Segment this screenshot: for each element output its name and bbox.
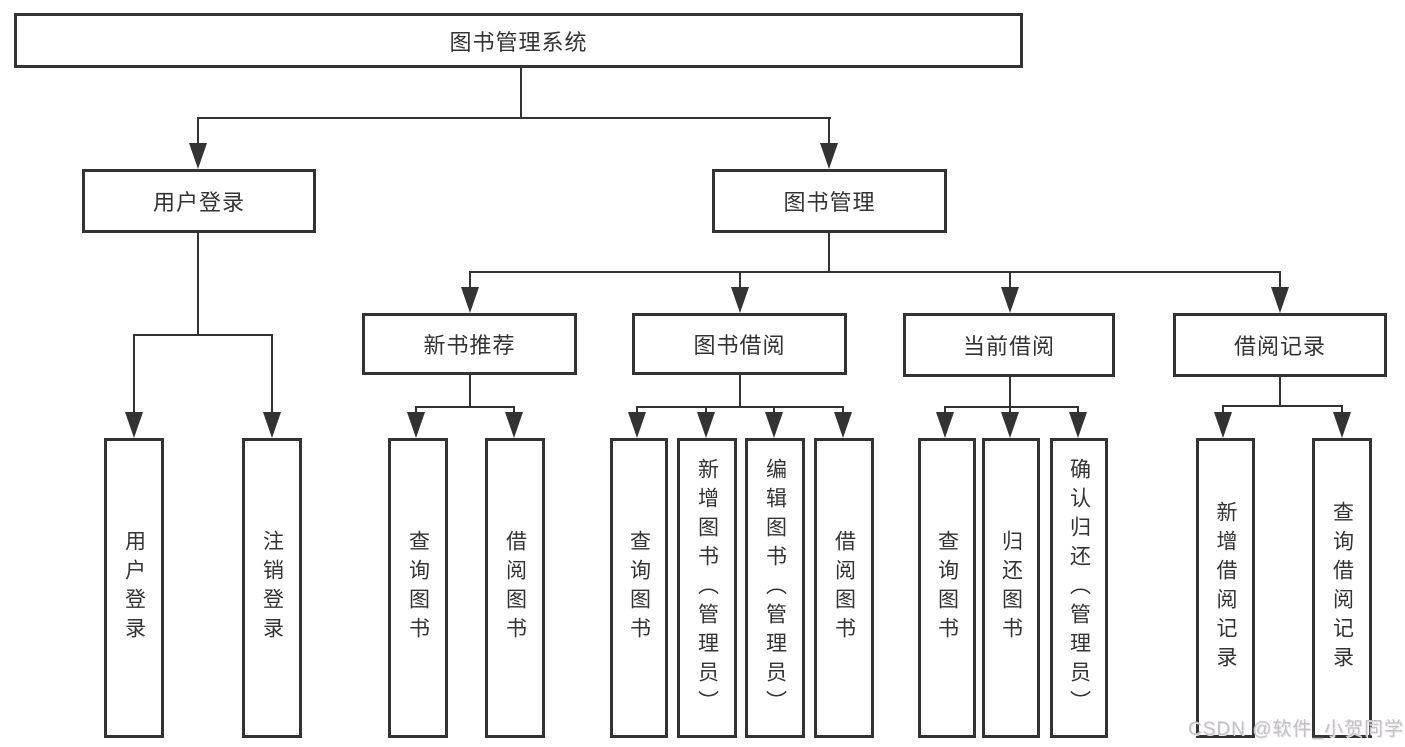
arrowhead-down	[1001, 287, 1019, 313]
node-book-borrowing: 图书借阅	[632, 313, 847, 375]
leaf-query-borrow-record: 查询借阅记录	[1312, 438, 1372, 738]
connector-vline	[1009, 377, 1011, 408]
node-label: 图书管理系统	[449, 29, 588, 55]
leaf-query-books-borrowing: 查询图书	[610, 438, 668, 738]
connector-vline	[1077, 406, 1079, 414]
arrowhead-down	[407, 412, 425, 438]
arrowhead-down	[1214, 412, 1232, 438]
node-label: 新书推荐	[423, 333, 516, 358]
leaf-label: 注销登录	[260, 530, 284, 646]
connector-vline	[415, 406, 417, 414]
csdn-watermark: CSDN @软件_小贺同学	[1188, 719, 1404, 740]
arrowhead-down	[697, 412, 715, 438]
connector-vline	[469, 271, 471, 291]
arrowhead-down	[1001, 412, 1019, 438]
connector-vline	[842, 406, 844, 414]
leaf-label: 查询图书	[406, 530, 430, 646]
node-current-borrowing: 当前借阅	[903, 313, 1115, 377]
arrowhead-down	[1271, 287, 1289, 313]
connector-vline	[520, 68, 522, 118]
connector-hline	[944, 406, 1079, 408]
arrowhead-down	[505, 412, 523, 438]
arrowhead-down	[834, 412, 852, 438]
node-label: 图书管理	[783, 190, 876, 215]
arrowhead-down	[263, 412, 281, 438]
leaf-label: 归还图书	[999, 530, 1023, 646]
arrowhead-down	[628, 412, 646, 438]
leaf-add-borrow-record: 新增借阅记录	[1196, 438, 1255, 738]
leaf-label: 新增借阅记录	[1214, 501, 1237, 675]
connector-vline	[636, 406, 638, 414]
connector-vline	[1279, 377, 1281, 407]
node-borrow-records: 借阅记录	[1173, 313, 1387, 377]
leaf-label: 查询图书	[627, 530, 651, 646]
connector-vline	[513, 406, 515, 414]
leaf-user-login: 用户登录	[104, 438, 164, 738]
leaf-add-books-admin: 新增图书（管理员）	[677, 438, 737, 738]
connector-vline	[944, 406, 946, 414]
leaf-label: 借阅图书	[832, 530, 856, 646]
connector-vline	[1009, 271, 1011, 291]
arrowhead-down	[1069, 412, 1087, 438]
leaf-query-books-current: 查询图书	[918, 438, 976, 738]
connector-vline	[469, 375, 471, 408]
leaf-label: 借阅图书	[503, 530, 527, 646]
leaf-borrow-books-recommend: 借阅图书	[485, 438, 545, 738]
node-user-login: 用户登录	[82, 169, 316, 233]
leaf-query-books-recommend: 查询图书	[388, 438, 448, 738]
connector-hline	[636, 406, 844, 408]
node-label: 借阅记录	[1233, 334, 1326, 359]
leaf-logout: 注销登录	[242, 438, 302, 738]
connector-vline	[1341, 405, 1343, 414]
arrowhead-down	[765, 412, 783, 438]
arrowhead-down	[461, 287, 479, 313]
arrowhead-down	[1333, 412, 1351, 438]
node-library-management-system: 图书管理系统	[14, 13, 1023, 68]
leaf-edit-books-admin: 编辑图书（管理员）	[745, 438, 805, 738]
connector-vline	[828, 233, 830, 273]
leaf-borrow-books: 借阅图书	[814, 438, 874, 738]
node-book-management: 图书管理	[712, 169, 947, 233]
connector-vline	[197, 233, 199, 335]
connector-hline	[197, 117, 831, 119]
leaf-label: 查询图书	[935, 530, 959, 646]
connector-vline	[133, 334, 135, 414]
connector-vline	[828, 117, 830, 145]
node-label: 图书借阅	[693, 333, 786, 358]
connector-vline	[739, 271, 741, 291]
arrowhead-down	[731, 287, 749, 313]
connector-vline	[1009, 406, 1011, 414]
connector-vline	[1222, 405, 1224, 414]
leaf-label: 新增图书（管理员）	[695, 457, 719, 719]
leaf-label: 查询借阅记录	[1330, 501, 1354, 675]
connector-vline	[705, 406, 707, 414]
connector-hline	[133, 334, 273, 336]
arrowhead-down	[125, 412, 143, 438]
leaf-label: 编辑图书（管理员）	[763, 457, 787, 719]
connector-hline	[469, 271, 1281, 273]
leaf-return-books: 归还图书	[982, 438, 1040, 738]
leaf-label: 用户登录	[122, 530, 146, 646]
arrowhead-down	[936, 412, 954, 438]
connector-hline	[415, 406, 515, 408]
arrowhead-down	[189, 143, 207, 169]
node-label: 当前借阅	[962, 334, 1055, 359]
connector-vline	[271, 334, 273, 414]
node-label: 用户登录	[152, 190, 245, 215]
leaf-label: 确认归还（管理员）	[1067, 457, 1091, 719]
connector-vline	[1279, 271, 1281, 291]
leaf-confirm-return-admin: 确认归还（管理员）	[1050, 438, 1108, 738]
node-new-book-recommend: 新书推荐	[362, 313, 577, 375]
arrowhead-down	[820, 143, 838, 169]
connector-vline	[197, 117, 199, 145]
connector-hline	[1222, 405, 1343, 407]
connector-vline	[739, 375, 741, 408]
connector-vline	[773, 406, 775, 414]
